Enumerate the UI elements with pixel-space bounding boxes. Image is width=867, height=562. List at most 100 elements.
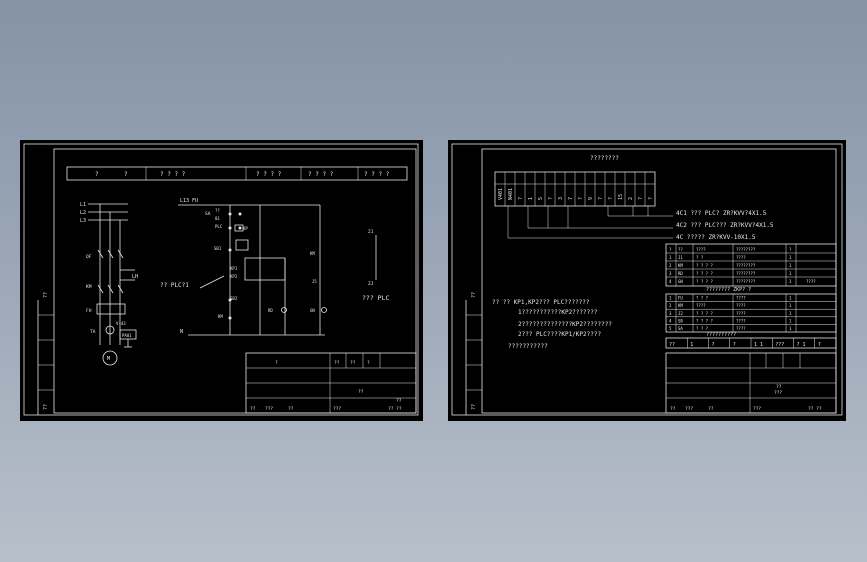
label-21: 21 [368, 229, 374, 235]
note-line-1: ?? ?? KP1,KP2??? PLC??????? [492, 299, 590, 306]
tb-right-bottom-1: ?? [670, 406, 676, 412]
table1-cell: 1 [669, 255, 672, 260]
label-km-coil: KM [218, 314, 223, 319]
tb-right-bottom-5: ?? ?? [808, 406, 822, 412]
terminal-col-label: 9 [588, 197, 594, 200]
table1-cell: ? ? ? ? [696, 263, 713, 268]
terminal-col-label: 1 [528, 197, 534, 200]
label-kp1: KP1 [230, 266, 238, 271]
label-km-mid: KM [310, 251, 315, 256]
tb-cell-4: ? [367, 360, 370, 366]
component-table-2 [665, 293, 837, 333]
motor-symbol [102, 350, 118, 366]
right-top-title: ???????? [590, 155, 619, 162]
table1-cell: ? ? ? ? [696, 279, 713, 284]
cable-label-1: 4C1 ??? PLC? ZR?KVV?4X1.5 [676, 210, 767, 217]
table3-cell: 1 1 [754, 342, 763, 348]
table1-cell: 1 [789, 255, 792, 260]
table2-cell: 4 [669, 318, 672, 323]
tb-drawing-no: ?? [396, 398, 402, 404]
callout-plc1: ?? PLC?1 [160, 282, 189, 289]
label-motor: M [107, 356, 110, 362]
table2-cell: 5 [669, 326, 672, 331]
label-lh: LH [132, 274, 138, 280]
table1-cell: ???????? [736, 279, 756, 284]
table1-header-cell: ???? [696, 247, 706, 252]
inner-border [53, 148, 417, 414]
table1-header-cell: ? [789, 247, 792, 252]
label-sa: SA [205, 211, 211, 217]
cable-label-3: 4C ????? ZR?KVV-10X1.5 [676, 234, 756, 241]
table2-cell: 1 [789, 326, 792, 331]
label-qf: QF [86, 254, 92, 260]
label-plc: PLC [215, 224, 223, 229]
plc-right-label: ??? PLC [362, 294, 389, 302]
table2-cell: SB [678, 318, 683, 323]
table1-cell: ???????? [736, 263, 756, 268]
phase-l2: L2 [80, 210, 86, 216]
tb-bottom-2: ??? [265, 406, 273, 412]
tb-right-bottom-2: ??? [685, 406, 693, 412]
table1-header-cell: ? [669, 247, 672, 252]
table2-cell: 2 [669, 303, 672, 308]
terminal-col-label: 5 [538, 197, 544, 200]
table2-cell: ? ? ? ? [696, 318, 713, 323]
left-schematic: ?? ?? ? ? ? ? ? ? ? ? ? ? ? ? ? ? ? ? ? … [23, 143, 419, 416]
ctrl-top-label: L13 FU [180, 198, 198, 204]
header-cell-6: ? ? ? ? [364, 171, 390, 178]
label-q: ?? [215, 208, 220, 213]
header-cell-1: ? [95, 171, 99, 178]
left-drawing-sheet: ?? ?? ? ? ? ? ? ? ? ? ? ? ? ? ? ? ? ? ? … [20, 140, 423, 421]
terminal-col-label: ? [598, 197, 604, 200]
terminal-col-label: 2 [628, 197, 634, 200]
table2-cell: ? ? ? ? [696, 311, 713, 316]
terminal-col-label: ? [608, 197, 614, 200]
label-pa01: PA01 [122, 333, 132, 338]
table2-cell: SA [678, 326, 683, 331]
svg-text:??: ?? [471, 404, 477, 410]
note-line-4: 2??? PLC????KP1/KP2???? [518, 331, 601, 338]
label-sb2: SB2 [230, 296, 238, 301]
svg-text:??: ?? [471, 292, 477, 298]
tb-cell-1: ? [275, 360, 278, 366]
table2-cell: ???? [736, 311, 746, 316]
label-01: 01 [215, 216, 220, 221]
tb-bottom-3: ?? [288, 406, 294, 412]
table1-cell: ? ? ? ? [696, 271, 713, 276]
terminal-col-label: N401 [508, 188, 514, 200]
table1-cell: ???????? [736, 271, 756, 276]
terminal-col-label: ? [578, 197, 584, 200]
table1-cell: GN [678, 279, 683, 284]
tb-right-bottom-4: ??? [753, 406, 761, 412]
phase-l3: L3 [80, 218, 86, 224]
table2-cell: 1 [789, 296, 792, 301]
terminal-col-label: ? [638, 197, 644, 200]
header-cell-2: ? [124, 171, 128, 178]
header-bar [66, 166, 408, 181]
note-line-3: 2??????????????KP2???????? [518, 321, 612, 328]
label-kp2: KP2 [230, 274, 238, 279]
table2-cell: 1 [789, 311, 792, 316]
table3-title: ?????????? [706, 332, 736, 338]
table1-header-cell: ?? [678, 247, 683, 252]
label-ta: TA [90, 329, 96, 335]
table1-cell: 1 [789, 271, 792, 276]
tb-cell-2: ?? [334, 360, 340, 366]
cable-label-2: 4C2 ??? PLC??? ZR?KVV?4X1.5 [676, 222, 774, 229]
table2-cell: 1 [789, 318, 792, 323]
table2-cell: FU [678, 296, 683, 301]
table3-cell: ?? [669, 342, 675, 348]
terminal-col-label: ? [518, 197, 524, 200]
table2-cell: KM [678, 303, 683, 308]
label-km: KM [86, 284, 92, 290]
label-zj: ZJ [368, 281, 374, 287]
table3-cell: ? [818, 342, 821, 348]
table1-cell: KM [678, 263, 683, 268]
table2-cell: 3 [669, 311, 672, 316]
terminal-col-label: V401 [498, 188, 504, 200]
table2-cell: ???? [736, 318, 746, 323]
tb-bottom-1: ?? [250, 406, 256, 412]
svg-text:??: ?? [43, 404, 49, 410]
table1-cell: 1 [789, 279, 792, 284]
